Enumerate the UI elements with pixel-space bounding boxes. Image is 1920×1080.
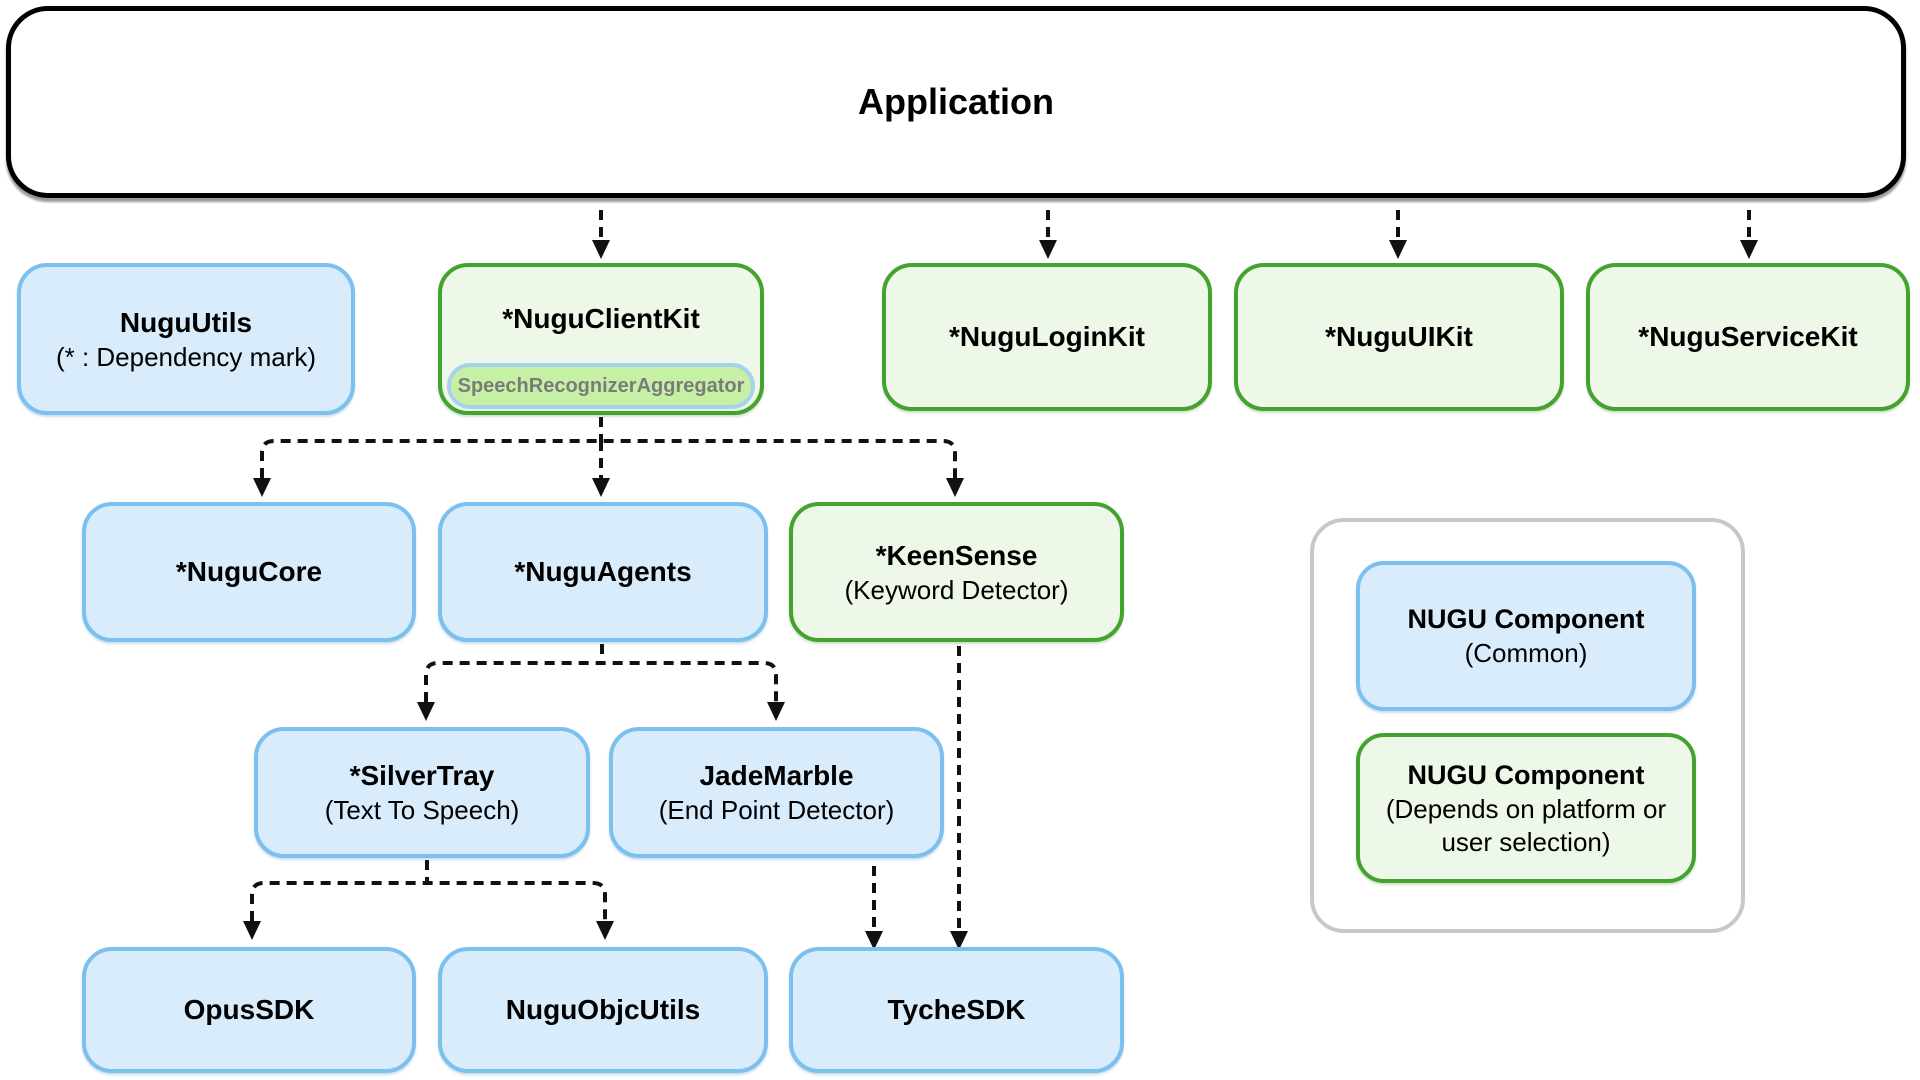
node-application: Application — [6, 6, 1906, 198]
node-title: OpusSDK — [183, 993, 315, 1025]
node-title: *NuguServiceKit — [1638, 320, 1858, 352]
arrow-jademarble-to-tychesdk — [865, 866, 883, 950]
arrow-application-to-nuguloginkit — [1039, 210, 1057, 259]
arrow-application-to-nuguclientkit — [592, 210, 610, 259]
node-title: NuguObjcUtils — [505, 993, 701, 1025]
legend: NUGU Component (Common) NUGU Component (… — [1310, 518, 1745, 933]
node-keensense: *KeenSense (Keyword Detector) — [789, 502, 1124, 642]
node-title: TycheSDK — [887, 993, 1026, 1025]
arrow-keensense-to-tychesdk — [950, 646, 968, 950]
arrow-silvertray-to-children — [243, 860, 614, 940]
node-title: *KeenSense — [875, 539, 1038, 571]
node-subtitle: (End Point Detector) — [658, 795, 895, 826]
node-title: *NuguCore — [175, 555, 323, 587]
node-nuguclientkit: *NuguClientKit SpeechRecognizerAggregato… — [438, 263, 764, 415]
legend-subtitle: (Common) — [1464, 638, 1588, 669]
node-nuguloginkit: *NuguLoginKit — [882, 263, 1212, 411]
node-title: *NuguLoginKit — [949, 320, 1145, 352]
arrow-nuguclientkit-to-children — [253, 417, 964, 497]
node-title: *NuguUIKit — [1325, 320, 1473, 352]
node-title: *SilverTray — [349, 760, 495, 792]
node-title: *NuguAgents — [514, 555, 692, 587]
arrow-nuguagents-to-children — [417, 644, 785, 721]
node-subtitle: (Keyword Detector) — [844, 574, 1069, 605]
node-subtitle: (* : Dependency mark) — [55, 341, 317, 372]
node-nuguuikit: *NuguUIKit — [1234, 263, 1564, 411]
speech-recognizer-aggregator-badge: SpeechRecognizerAggregator — [447, 363, 755, 409]
legend-subtitle: (Depends on platform or user selection) — [1385, 794, 1667, 857]
node-nuguobjcutils: NuguObjcUtils — [438, 947, 768, 1073]
node-title: *NuguClientKit — [502, 302, 700, 334]
node-title: NuguUtils — [119, 306, 253, 338]
legend-item-common: NUGU Component (Common) — [1356, 561, 1696, 711]
application-title: Application — [858, 81, 1054, 122]
node-nuguservicekit: *NuguServiceKit — [1586, 263, 1910, 411]
node-silvertray: *SilverTray (Text To Speech) — [254, 727, 590, 858]
node-opussdk: OpusSDK — [82, 947, 416, 1073]
legend-title: NUGU Component — [1407, 759, 1645, 790]
legend-title: NUGU Component — [1407, 604, 1645, 635]
arrow-application-to-nuguservicekit — [1740, 210, 1758, 259]
node-nugucore: *NuguCore — [82, 502, 416, 642]
node-jademarble: JadeMarble (End Point Detector) — [609, 727, 944, 858]
node-tychesdk: TycheSDK — [789, 947, 1124, 1073]
node-subtitle: (Text To Speech) — [324, 795, 520, 826]
node-title: JadeMarble — [699, 760, 854, 792]
node-nuguutils: NuguUtils (* : Dependency mark) — [17, 263, 355, 415]
legend-item-depends: NUGU Component (Depends on platform or u… — [1356, 733, 1696, 883]
arrow-application-to-nuguuikit — [1389, 210, 1407, 259]
node-nuguagents: *NuguAgents — [438, 502, 768, 642]
